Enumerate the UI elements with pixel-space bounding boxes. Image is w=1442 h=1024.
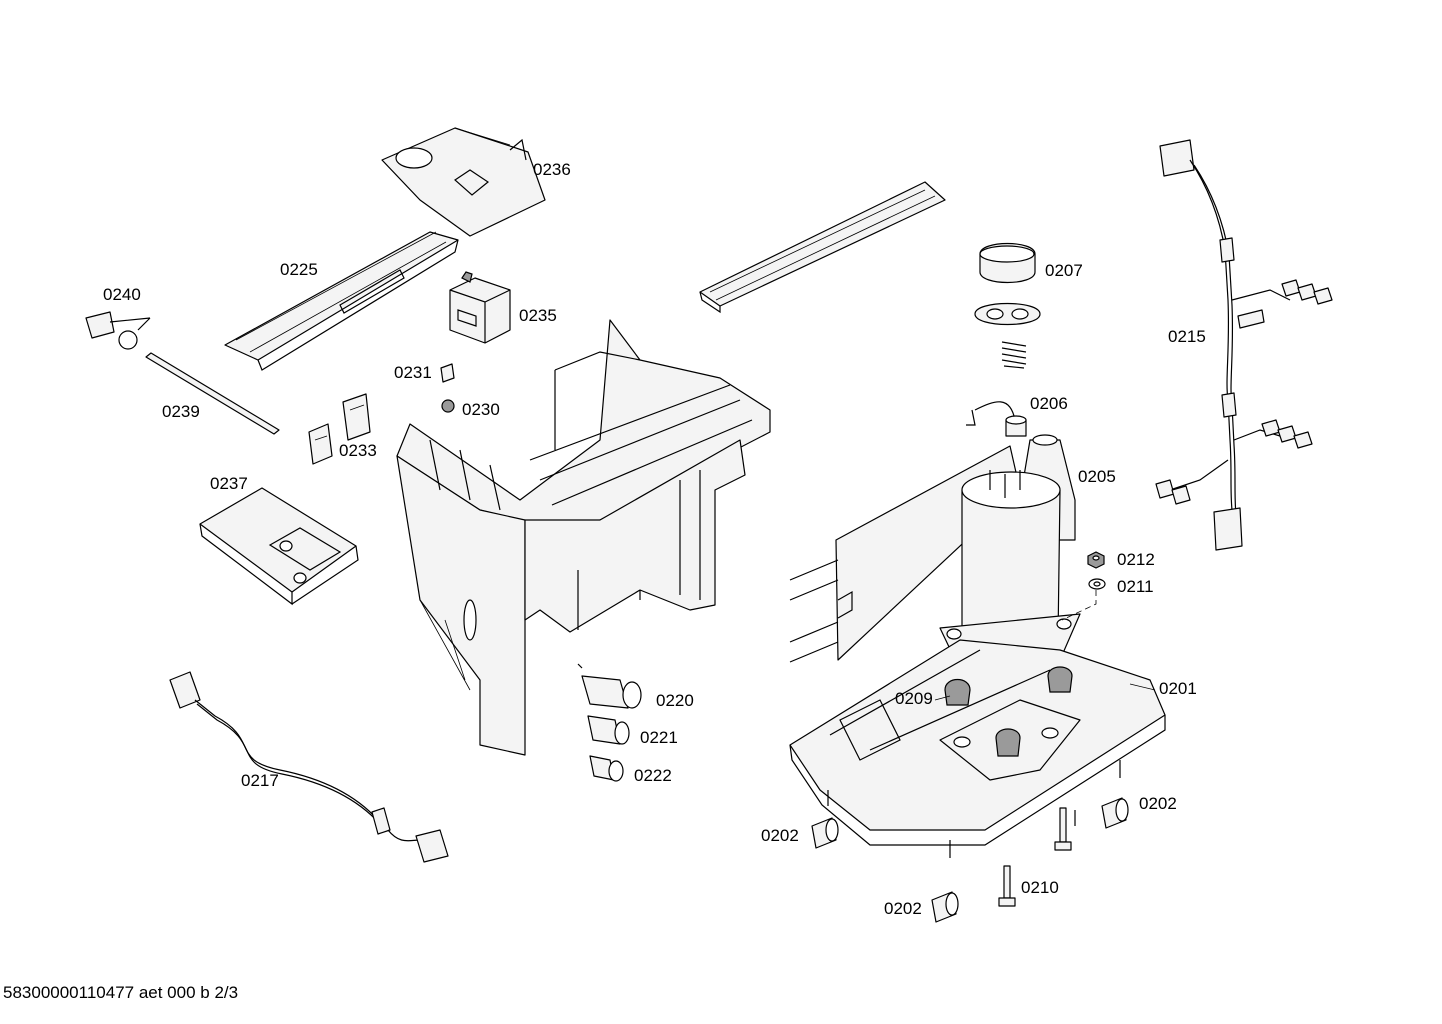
part-0237-tray (199, 487, 359, 606)
part-0231-cap (440, 363, 455, 383)
part-0221-capacitor (587, 715, 630, 745)
label-0235: 0235 (519, 306, 557, 325)
part-0210-screw (998, 807, 1072, 907)
part-seal (974, 302, 1041, 326)
part-0230-grommet (441, 399, 455, 413)
label-0209: 0209 (895, 689, 933, 708)
label-0233: 0233 (339, 441, 377, 460)
part-housing-frame (396, 319, 771, 756)
label-0230: 0230 (462, 400, 500, 419)
label-0215: 0215 (1168, 327, 1206, 346)
part-0220-capacitor (577, 663, 642, 709)
label-0221: 0221 (640, 728, 678, 747)
leader-lines (934, 683, 1156, 701)
part-spring (1001, 341, 1027, 369)
part-0236-bracket (381, 127, 546, 237)
label-0207: 0207 (1045, 261, 1083, 280)
label-0211: 0211 (1117, 577, 1154, 596)
part-0240-fitting (85, 311, 151, 350)
label-0210: 0210 (1021, 878, 1059, 897)
label-0240: 0240 (103, 285, 141, 304)
part-0215-wiring-harness (1155, 139, 1333, 551)
label-0202-c: 0202 (884, 899, 922, 918)
label-0212: 0212 (1117, 550, 1155, 569)
part-0207-cap (979, 242, 1036, 284)
part-0211-washer (1088, 578, 1106, 590)
label-0231: 0231 (394, 363, 432, 382)
part-0202-foot-b (1101, 797, 1129, 829)
label-0239: 0239 (162, 402, 200, 421)
part-0235-relay (449, 271, 511, 344)
part-0239-rod (145, 352, 280, 435)
part-0202-foot-c (931, 891, 959, 923)
label-0220: 0220 (656, 691, 694, 710)
assembly-guide-line (1061, 590, 1097, 621)
part-0201-base (789, 639, 1166, 858)
drawing-reference-footer: 58300000110477 aet 000 b 2/3 (3, 983, 239, 1002)
part-0222-capacitor (589, 755, 624, 782)
part-0233-clips (308, 393, 371, 465)
part-0202-foot-a (811, 817, 839, 849)
label-0202-a: 0202 (761, 826, 799, 845)
part-0212-nut (1087, 551, 1105, 569)
label-0222: 0222 (634, 766, 672, 785)
part-0206-sensor (966, 401, 1027, 437)
part-0217-power-cable (169, 671, 449, 863)
label-0206: 0206 (1030, 394, 1068, 413)
part-0225-bar (224, 231, 459, 371)
label-0202-b: 0202 (1139, 794, 1177, 813)
label-0236: 0236 (533, 160, 571, 179)
part-top-rail (699, 181, 946, 314)
label-0237: 0237 (210, 474, 248, 493)
label-0205: 0205 (1078, 467, 1116, 486)
label-0225: 0225 (280, 260, 318, 279)
label-0217: 0217 (241, 771, 279, 790)
label-0201: 0201 (1159, 679, 1197, 698)
